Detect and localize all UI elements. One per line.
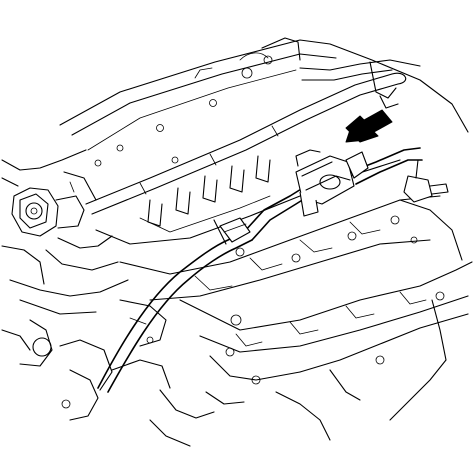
- hose-retaining-clip: [213, 217, 251, 245]
- throttle-body-assembly: [1, 149, 129, 315]
- valve-cover: [179, 261, 473, 421]
- fuel-feed-hose: [97, 147, 423, 393]
- right-side-sensor: [403, 159, 449, 203]
- lower-engine-components: [1, 299, 361, 447]
- injector-stubs: [139, 155, 271, 233]
- arrow-icon: [345, 109, 393, 143]
- fuel-connector-body: [295, 149, 369, 217]
- fuel-rail-tube: [85, 59, 421, 215]
- intake-manifold-plenum: [59, 37, 469, 167]
